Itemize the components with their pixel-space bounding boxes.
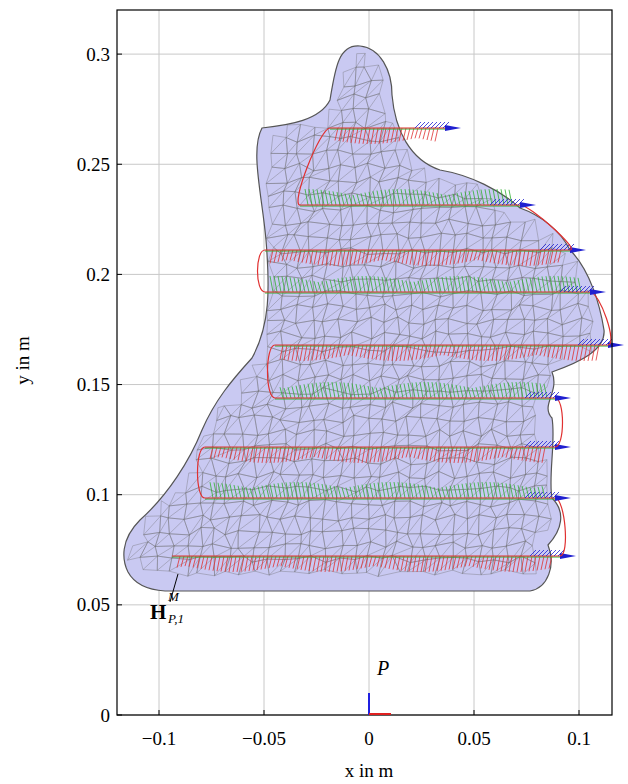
- frame-arrow: [520, 202, 536, 208]
- tick: [159, 710, 160, 715]
- frame-arrow: [590, 289, 606, 295]
- tick: [474, 710, 475, 715]
- frame-hatch: [177, 556, 552, 572]
- tick: [264, 710, 265, 715]
- frame-hatch: [270, 250, 561, 266]
- frame-hatch: [280, 345, 599, 361]
- tick-label: 0: [364, 729, 374, 748]
- tick: [579, 710, 580, 715]
- tick-label: −0.1: [142, 729, 176, 748]
- frame-hatch: [210, 482, 545, 498]
- frame-hatch: [415, 122, 449, 128]
- path-turn: [268, 345, 276, 398]
- frame-z-axis: [368, 693, 370, 715]
- path-line: [172, 556, 560, 557]
- path-line: [300, 204, 520, 205]
- frame-hatch: [525, 492, 559, 498]
- tick-label: 0.15: [77, 375, 110, 394]
- frame-hatch: [578, 339, 612, 345]
- path-line: [275, 398, 555, 399]
- axis-label: x in m: [345, 761, 394, 780]
- frame-hatch: [525, 392, 559, 398]
- tick-label: 0.2: [86, 265, 110, 284]
- frame-x-axis: [369, 713, 391, 715]
- path-line: [265, 249, 570, 250]
- frame-label: H: [150, 602, 166, 623]
- tick-label: 0.1: [567, 729, 591, 748]
- tick-label: 0.3: [86, 45, 110, 64]
- path-turn: [555, 398, 563, 447]
- path-line: [330, 128, 445, 129]
- path-turn: [590, 292, 611, 345]
- mesh-edges: [127, 53, 593, 576]
- path-line: [265, 250, 570, 251]
- tick: [117, 384, 122, 385]
- grid-line: [117, 604, 612, 605]
- path-turn: [555, 498, 565, 556]
- frame-label: P,1: [168, 612, 184, 625]
- frame-hatch: [525, 441, 559, 447]
- path-turn: [520, 205, 571, 250]
- frame-arrow: [555, 495, 571, 501]
- frame-hatch: [280, 382, 547, 398]
- frame-hatch: [490, 199, 524, 205]
- path-line: [275, 397, 555, 398]
- grid-lines: [117, 10, 612, 715]
- tick-label: 0.1: [86, 485, 110, 504]
- frame-arrow: [555, 444, 571, 450]
- tick: [117, 274, 122, 275]
- bunny-mesh: [124, 46, 604, 591]
- tick-label: 0.05: [77, 595, 110, 614]
- frame-hatch: [335, 128, 438, 144]
- tick-label: −0.05: [242, 729, 286, 748]
- axes-frame: [117, 10, 612, 715]
- tick-label: 0: [101, 706, 111, 725]
- path-line: [300, 205, 520, 206]
- frame-hatch: [530, 550, 564, 556]
- frame-hatch: [210, 447, 545, 463]
- tool-path: [172, 122, 624, 572]
- path-line: [205, 497, 555, 498]
- axis-label: y in m: [13, 336, 32, 385]
- frame-arrow: [555, 395, 571, 401]
- frame-arrow: [570, 247, 586, 253]
- path-line: [275, 345, 608, 346]
- frame-hatch: [270, 276, 581, 292]
- path-turn: [298, 128, 330, 205]
- path-line: [172, 555, 560, 556]
- mesh-triangles: [127, 53, 593, 576]
- tick-label: 0.05: [457, 729, 490, 748]
- path-line: [265, 292, 590, 293]
- frame-arrow: [445, 125, 461, 131]
- path-line: [205, 446, 555, 447]
- tick-label: 0.25: [77, 155, 110, 174]
- frame-hatch: [305, 189, 512, 205]
- path-line: [205, 447, 555, 448]
- path-turn: [258, 250, 266, 292]
- axis-ticks: [117, 54, 579, 715]
- path-line: [265, 291, 590, 292]
- tick: [117, 604, 122, 605]
- frame-hatch: [560, 286, 594, 292]
- tick: [117, 54, 122, 55]
- tick: [117, 715, 122, 716]
- tick: [117, 494, 122, 495]
- tick: [117, 164, 122, 165]
- frame-label: M: [168, 590, 179, 603]
- path-line: [275, 344, 608, 345]
- path-turn: [198, 447, 206, 498]
- grid-line: [579, 10, 580, 715]
- frame-label: P: [377, 658, 389, 678]
- path-line: [205, 498, 555, 499]
